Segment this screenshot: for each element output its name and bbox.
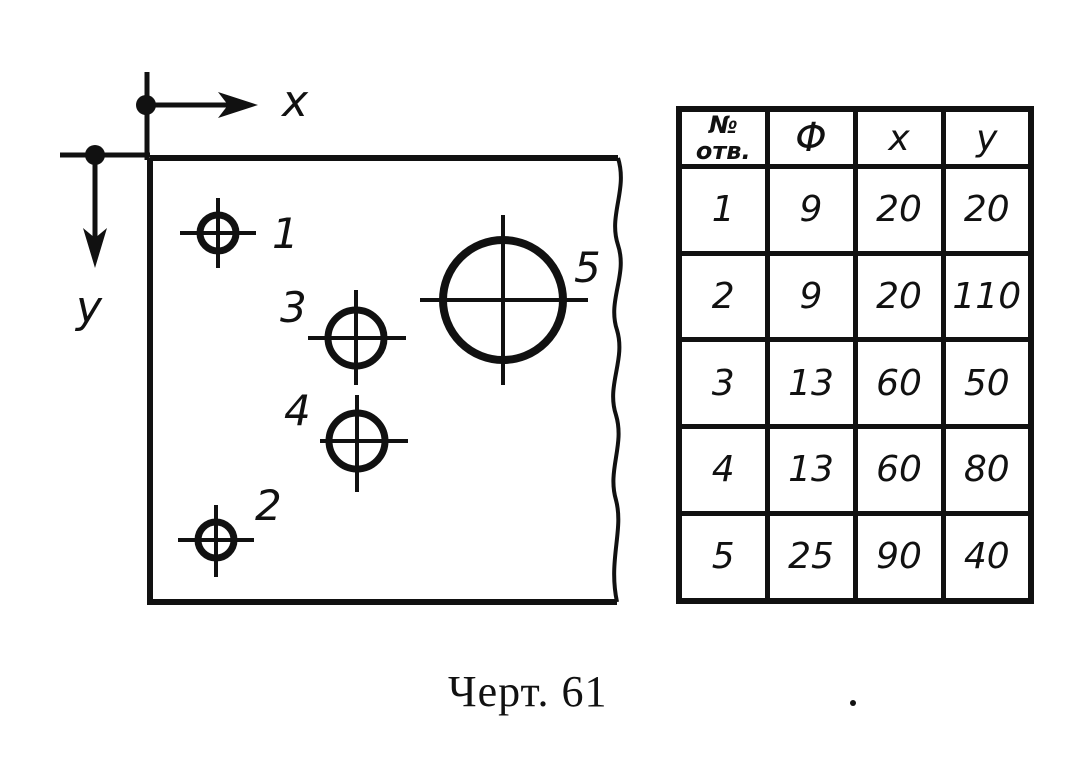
header-diameter: Φ <box>764 106 858 169</box>
cell-y: 110 <box>940 250 1034 343</box>
table-header-row: № отв. Φ x y <box>676 106 1034 169</box>
table-row: 3 13 60 50 <box>676 337 1034 430</box>
header-y: y <box>940 106 1034 169</box>
cell-y: 50 <box>940 337 1034 430</box>
figure-caption: Черт. 61 <box>448 667 608 716</box>
hole-3 <box>308 290 406 385</box>
header-hole-number-line2: отв. <box>695 137 751 165</box>
cell-x: 60 <box>852 337 946 430</box>
hole-2-label: 2 <box>255 481 282 530</box>
hole-5 <box>420 215 588 385</box>
header-hole-number: № отв. <box>676 106 770 169</box>
cell-diameter: 9 <box>764 250 858 343</box>
cell-hole-number: 4 <box>676 424 770 516</box>
cell-y: 20 <box>940 164 1034 256</box>
cell-hole-number: 3 <box>676 337 770 430</box>
hole-2 <box>178 505 254 577</box>
cell-x: 90 <box>852 510 946 604</box>
cell-diameter: 13 <box>764 424 858 516</box>
hole-4-label: 4 <box>284 386 311 435</box>
plate-outline <box>147 155 618 605</box>
hole-1-label: 1 <box>272 209 299 258</box>
hole-3-label: 3 <box>280 283 307 332</box>
cell-diameter: 25 <box>764 510 858 604</box>
cell-hole-number: 5 <box>676 510 770 604</box>
table-row: 5 25 90 40 <box>676 510 1034 604</box>
print-speck <box>850 700 856 706</box>
table-row: 1 9 20 20 <box>676 164 1034 256</box>
cell-x: 20 <box>852 250 946 343</box>
hole-1 <box>180 198 256 268</box>
x-axis-label: x <box>280 76 309 127</box>
table-row: 2 9 20 110 <box>676 250 1034 343</box>
cell-x: 60 <box>852 424 946 516</box>
header-x: x <box>852 106 946 169</box>
hole-coordinates-table: № отв. Φ x y 1 9 20 20 2 9 20 110 3 13 6… <box>676 106 1034 604</box>
y-axis-label: y <box>74 282 103 333</box>
hole-4 <box>320 395 408 492</box>
x-axis-arrow <box>136 92 258 118</box>
table-row: 4 13 60 80 <box>676 424 1034 516</box>
cell-diameter: 13 <box>764 337 858 430</box>
cell-hole-number: 2 <box>676 250 770 343</box>
cell-hole-number: 1 <box>676 164 770 256</box>
y-axis-arrow <box>83 145 107 268</box>
cell-diameter: 9 <box>764 164 858 256</box>
plate-break-line <box>611 157 623 603</box>
cell-y: 40 <box>940 510 1034 604</box>
hole-5-label: 5 <box>574 243 601 292</box>
header-hole-number-line1: № <box>708 111 738 139</box>
cell-y: 80 <box>940 424 1034 516</box>
cell-x: 20 <box>852 164 946 256</box>
